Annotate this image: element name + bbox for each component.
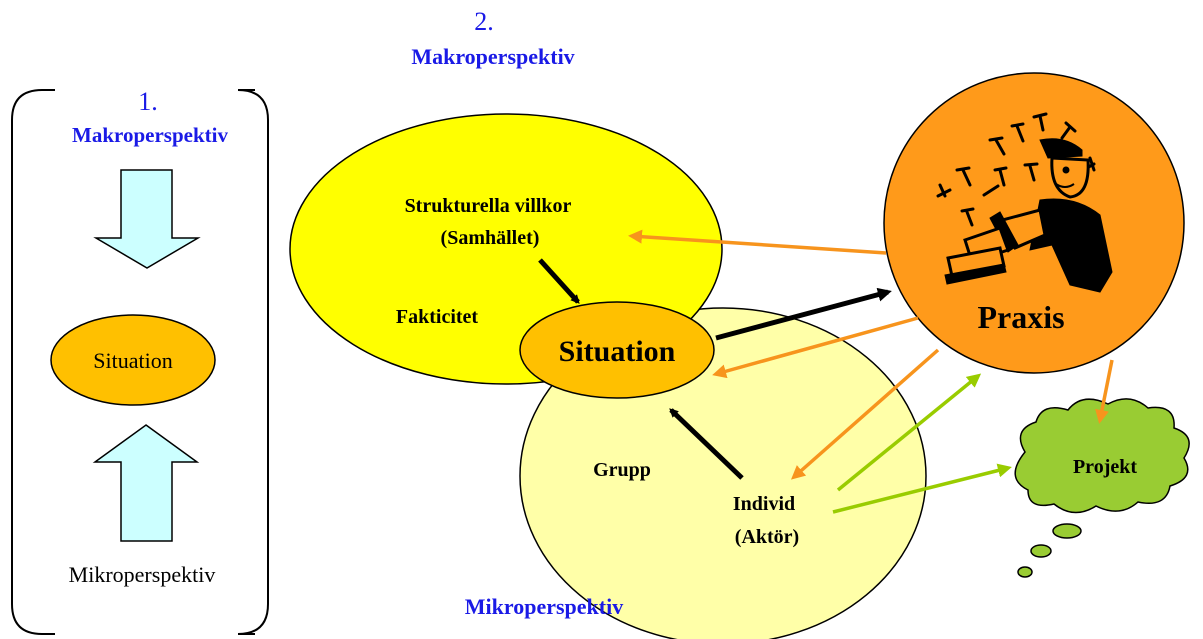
worker-hammering-icon	[936, 112, 1113, 293]
panel-2: 2. Makroperspektiv Strukturella villkor …	[289, 7, 1190, 639]
structural-conditions-line-1: Strukturella villkor	[405, 195, 572, 217]
individ-label-line-1: Individ	[733, 493, 795, 515]
arrow-situation-to-praxis	[715, 287, 892, 341]
structural-conditions-line-2: (Samhället)	[441, 227, 540, 249]
panel-1-frame	[11, 89, 269, 635]
panel-1-number: 1.	[138, 87, 158, 116]
panel-1-situation-ellipse	[50, 314, 216, 406]
panel-1: 1. Makroperspektiv Situation Mikroperspe…	[11, 87, 269, 635]
grupp-label: Grupp	[593, 459, 651, 481]
panel-2-bottom-label: Mikroperspektiv	[465, 594, 623, 619]
situation-ellipse	[519, 301, 715, 399]
down-block-arrow	[93, 169, 201, 269]
panel-2-top-label: Makroperspektiv	[411, 44, 574, 69]
arrow-praxis-to-situation	[712, 316, 919, 379]
arrow-structural-to-situation	[538, 258, 580, 304]
thought-bubble-1	[1052, 523, 1082, 539]
panel-2-number: 2.	[474, 7, 494, 36]
thought-bubble-3	[1017, 566, 1033, 578]
panel-1-top-label: Makroperspektiv	[72, 123, 228, 147]
arrow-individ-to-projekt	[832, 463, 1012, 514]
arrow-individ-to-situation	[669, 408, 744, 480]
arrow-praxis-to-structural	[628, 229, 887, 255]
arrow-individ-to-praxis	[836, 373, 982, 492]
arrow-praxis-to-individ	[791, 348, 940, 480]
arrow-praxis-to-projekt	[1095, 359, 1114, 424]
situation-label: Situation	[559, 335, 676, 368]
up-block-arrow	[92, 424, 200, 542]
thought-bubble-2	[1030, 544, 1052, 558]
panel-1-situation-label: Situation	[93, 348, 172, 373]
individ-label-line-2: (Aktör)	[735, 526, 799, 548]
projekt-cloud	[1014, 398, 1190, 578]
panel-1-bottom-label: Mikroperspektiv	[69, 562, 216, 587]
projekt-cloud-shape	[1014, 398, 1190, 514]
projekt-label: Projekt	[1073, 456, 1137, 478]
fakticitet-label: Fakticitet	[396, 306, 479, 328]
praxis-label: Praxis	[977, 299, 1064, 335]
